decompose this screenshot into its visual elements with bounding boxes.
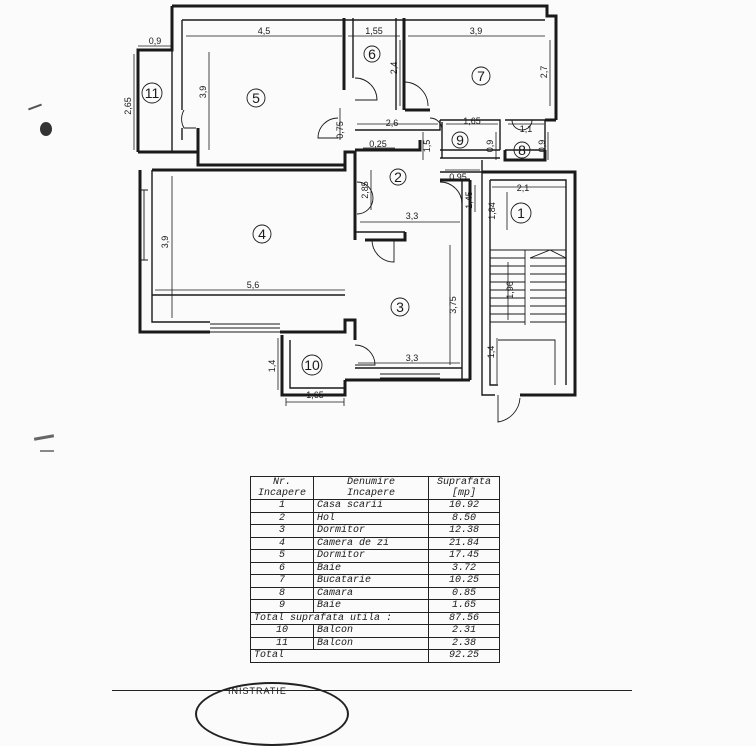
svg-text:11: 11: [145, 85, 160, 101]
svg-text:1: 1: [517, 205, 525, 221]
scan-mark: [40, 450, 54, 452]
svg-text:8: 8: [518, 142, 526, 158]
dim-1-96: 1,96: [505, 281, 515, 299]
room-label-8: 8: [513, 141, 531, 159]
col-area-header: Suprafata[mp]: [428, 476, 500, 500]
svg-text:4: 4: [258, 226, 266, 242]
scan-mark: [40, 122, 52, 136]
svg-text:5: 5: [252, 90, 260, 106]
floor-plan: 1 2 3 4 5 6 7 8 9 10 11 0,9 4,5 1,55 3,9…: [123, 4, 577, 423]
dim-0-9-room9: 0,9: [485, 140, 495, 153]
dim-3-3-top: 3,3: [406, 211, 419, 221]
walls: [136, 4, 577, 397]
dim-2-85: 2,85: [360, 181, 370, 199]
col-nr-header: Nr.Incapere: [250, 476, 314, 500]
dimension-lines: [133, 35, 566, 406]
dim-1-55: 1,55: [365, 26, 383, 36]
dim-1-4-room10: 1,4: [267, 360, 277, 373]
svg-text:3: 3: [396, 299, 404, 315]
room-label-7: 7: [471, 66, 491, 86]
dim-0-95: 0,95: [449, 172, 467, 182]
svg-text:2: 2: [394, 169, 402, 185]
room-label-11: 11: [141, 82, 163, 104]
dim-2-65: 2,65: [123, 97, 133, 115]
dim-1-1: 1,1: [520, 124, 533, 134]
dim-1-65-bottom: 1,65: [306, 390, 324, 400]
dim-3-3-bottom: 3,3: [406, 353, 419, 363]
dim-0-9-top: 0,9: [149, 36, 162, 46]
dim-1-84: 1,84: [487, 202, 497, 220]
stamp-text: INISTRATIE: [228, 686, 287, 696]
dim-0-9-room8: 0,9: [537, 140, 547, 153]
dimension-labels: 0,9 4,5 1,55 3,9 2,65 3,9 2,4 2,7 0,75 2…: [123, 26, 549, 400]
room-label-9: 9: [451, 131, 469, 149]
room-label-2: 2: [389, 168, 407, 186]
dim-3-9-room4: 3,9: [160, 236, 170, 249]
svg-text:6: 6: [368, 46, 376, 62]
dim-0-25: 0,25: [369, 139, 387, 149]
dim-3-9-top: 3,9: [470, 26, 483, 36]
dim-3-9-room5: 3,9: [198, 86, 208, 99]
subtotal-row: Total suprafata utila :87.56: [250, 611, 500, 625]
dim-2-1: 2,1: [517, 183, 530, 193]
room-label-10: 10: [301, 354, 323, 376]
footer-line: [112, 690, 632, 701]
room-label-3: 3: [390, 297, 410, 317]
dim-2-6: 2,6: [386, 118, 399, 128]
room-label-6: 6: [363, 45, 381, 63]
dim-3-75: 3,75: [448, 296, 458, 314]
room-labels: 1 2 3 4 5 6 7 8 9 10 11: [141, 45, 532, 376]
dim-1-45: 1,45: [464, 191, 474, 209]
dim-2-7: 2,7: [539, 66, 549, 79]
svg-text:9: 9: [456, 132, 464, 148]
room-label-5: 5: [246, 88, 266, 108]
dim-4-5: 4,5: [258, 26, 271, 36]
dim-1-5: 1,5: [422, 140, 432, 153]
svg-text:10: 10: [304, 357, 320, 373]
dim-1-65-top: 1,65: [463, 116, 481, 126]
dim-5-6: 5,6: [247, 280, 260, 290]
dim-2-4: 2,4: [389, 62, 399, 75]
svg-text:7: 7: [477, 68, 485, 84]
room-label-4: 4: [252, 224, 272, 244]
room-label-1: 1: [510, 202, 532, 224]
dim-0-75: 0,75: [335, 121, 345, 139]
doors: [181, 77, 533, 423]
dim-1-4-stairs: 1,4: [486, 346, 496, 359]
